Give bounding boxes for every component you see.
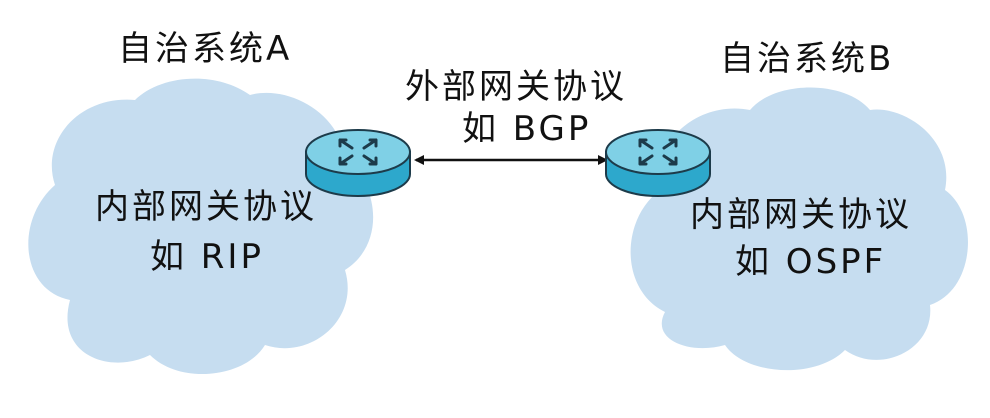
cloud-b	[630, 87, 968, 371]
as-a-title: 自治系统A	[118, 29, 293, 69]
as-a-protocol-line2: 如 RIP	[150, 237, 264, 277]
router-icon	[605, 129, 711, 197]
router-icon	[305, 129, 411, 197]
as-b-title: 自治系统B	[720, 39, 895, 79]
exterior-protocol-line1: 外部网关协议	[405, 67, 627, 107]
as-a-protocol-line1: 内部网关协议	[95, 187, 317, 227]
as-b-protocol-line1: 内部网关协议	[690, 195, 912, 235]
exterior-protocol-line2: 如 BGP	[462, 109, 592, 149]
cloud-a	[28, 78, 374, 375]
as-b-protocol-line2: 如 OSPF	[735, 242, 887, 282]
